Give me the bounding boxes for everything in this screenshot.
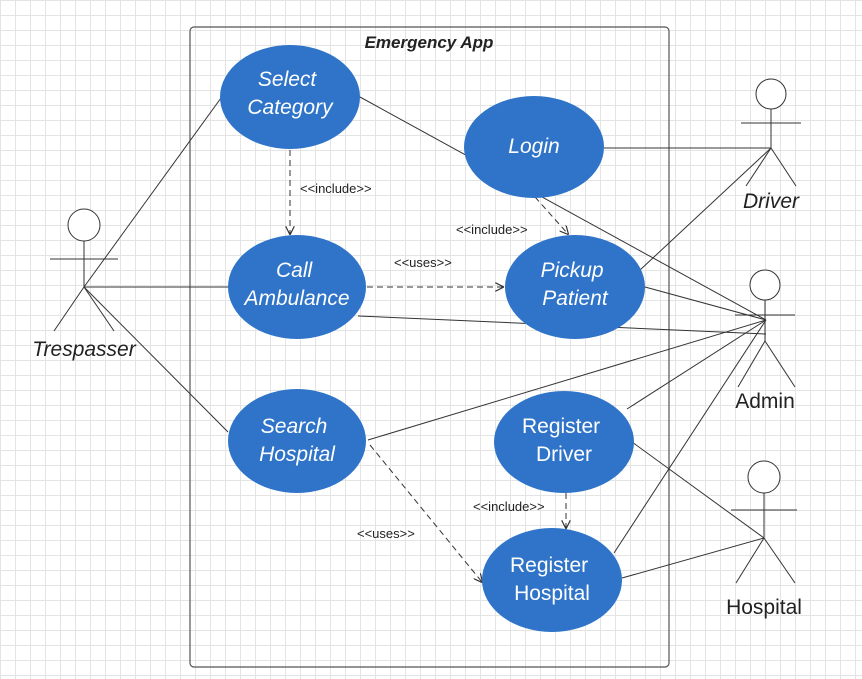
actor-head — [747, 460, 781, 494]
label-driver-hospital-include: <<include>> — [473, 499, 545, 514]
use-case-label-line: Call — [276, 259, 314, 282]
use-case-label: Search Hospital — [259, 415, 336, 466]
use-case-pickup-patient[interactable]: Pickup Patient — [505, 235, 645, 339]
use-case-label: Select Category — [247, 68, 334, 119]
use-case-label-line: Register — [510, 554, 588, 577]
assoc-register-driver-hospital — [631, 441, 765, 539]
use-case-shape — [482, 528, 622, 632]
use-case-shape — [464, 96, 604, 198]
actor-right-leg — [763, 537, 796, 584]
use-case-label-line: Hospital — [514, 582, 590, 605]
actor-right-leg — [770, 147, 797, 187]
use-case-shape — [228, 235, 366, 339]
actor-right-leg — [764, 340, 796, 388]
use-case-label-line: Select — [258, 68, 318, 91]
actor-right-leg — [83, 286, 115, 332]
actor-label-admin: Admin — [735, 390, 795, 413]
assoc-register-driver-admin — [626, 319, 767, 410]
use-case-register-driver[interactable]: Register Driver — [494, 391, 634, 493]
dep-search-hospital-register-hospital — [369, 444, 482, 582]
actor-label-driver: Driver — [743, 190, 800, 213]
use-case-label-line: Category — [247, 96, 334, 119]
actor-left-leg — [745, 147, 772, 187]
actor-left-leg — [53, 286, 85, 332]
use-case-label-line: Register — [522, 415, 600, 438]
label-search-register-hospital-uses: <<uses>> — [357, 526, 415, 541]
use-case-register-hospital[interactable]: Register Hospital — [482, 528, 622, 632]
use-case-shape — [494, 391, 634, 493]
actor-driver[interactable] — [741, 78, 801, 187]
use-case-label: Register Driver — [522, 415, 606, 466]
assoc-trespasser-select-category — [83, 97, 222, 288]
dep-login-pickup-patient — [534, 196, 568, 234]
use-case-shape — [505, 235, 645, 339]
label-login-pickup-include: <<include>> — [456, 222, 528, 237]
use-case-label-line: Driver — [536, 443, 592, 466]
use-case-label: Pickup Patient — [541, 259, 610, 310]
associations — [83, 96, 772, 579]
use-case-select-category[interactable]: Select Category — [220, 45, 360, 149]
actor-label-hospital: Hospital — [726, 596, 802, 619]
use-case-label: Call Ambulance — [242, 259, 349, 310]
use-case-label-line: Hospital — [259, 443, 336, 466]
label-select-call-include: <<include>> — [300, 181, 372, 196]
use-case-shape — [228, 389, 366, 493]
assoc-driver-pickup-patient — [639, 147, 772, 271]
actor-admin[interactable] — [735, 269, 796, 388]
use-case-label-line: Pickup — [541, 259, 604, 282]
actor-head — [755, 78, 787, 110]
use-case-search-hospital[interactable]: Search Hospital — [228, 389, 366, 493]
actor-label-trespasser: Trespasser — [32, 338, 136, 361]
use-case-call-ambulance[interactable]: Call Ambulance — [228, 235, 366, 339]
actor-left-leg — [735, 537, 765, 584]
use-case-label: Login — [508, 135, 559, 158]
actor-left-leg — [737, 340, 766, 388]
actor-hospital[interactable] — [731, 460, 797, 584]
actor-head — [67, 208, 101, 242]
use-case-shape — [220, 45, 360, 149]
use-case-label-line: Patient — [542, 287, 609, 310]
label-call-pickup-uses: <<uses>> — [394, 255, 452, 270]
use-case-label: Register Hospital — [510, 554, 594, 605]
actor-head — [749, 269, 781, 301]
use-case-login[interactable]: Login — [464, 96, 604, 198]
system-boundary — [189, 26, 670, 668]
use-case-label-line: Search — [261, 415, 328, 438]
actor-trespasser[interactable] — [50, 208, 118, 332]
dependencies — [290, 150, 568, 582]
assoc-register-hospital-hospital — [621, 537, 765, 579]
assoc-trespasser-search-hospital — [83, 286, 229, 433]
assoc-search-hospital-admin — [367, 319, 767, 441]
use-case-label-line: Login — [508, 135, 559, 158]
use-case-label-line: Ambulance — [242, 287, 349, 310]
assoc-register-hospital-admin — [613, 319, 767, 554]
system-title: Emergency App — [365, 33, 494, 52]
assoc-select-category-admin — [359, 96, 767, 321]
